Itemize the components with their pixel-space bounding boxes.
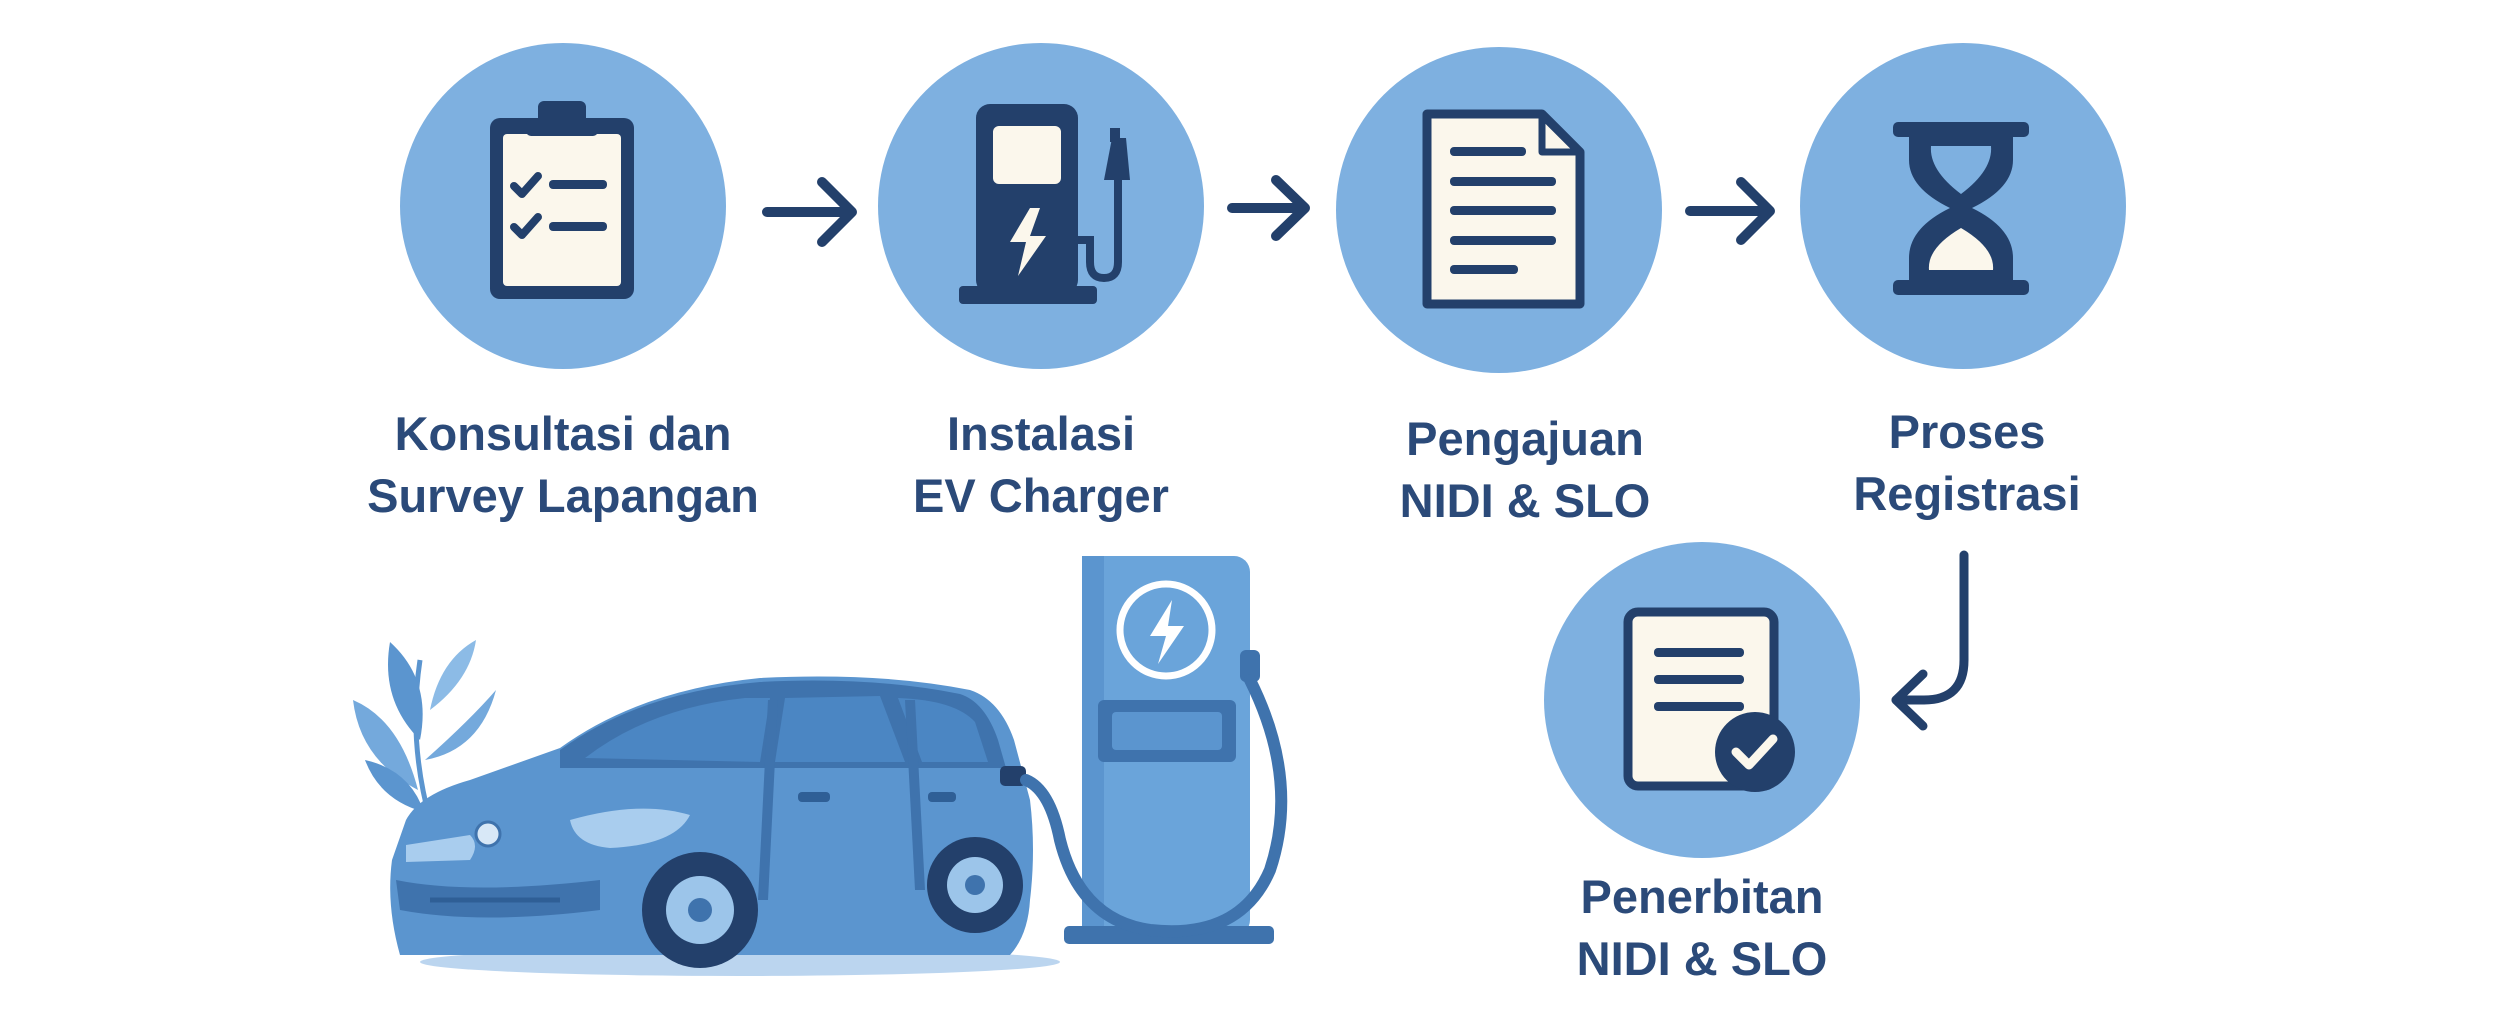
arrow-curved-down-left-icon xyxy=(1891,550,1969,731)
leaf-plant-icon xyxy=(353,640,496,821)
hourglass-icon xyxy=(1893,122,2029,295)
step-4-label: Proses Registrasi xyxy=(1767,401,2167,525)
step-1-node xyxy=(400,43,726,369)
step-5-node xyxy=(1544,542,1860,858)
step-4-label-line2: Registrasi xyxy=(1853,467,2081,520)
arrow-right-icon xyxy=(1685,177,1775,245)
step-1-label-line1: Konsultasi dan xyxy=(394,407,732,460)
step-4-label-line1: Proses xyxy=(1888,405,2046,458)
step-3-node xyxy=(1336,47,1662,373)
certificate-check-icon xyxy=(1623,607,1795,792)
charging-station-icon xyxy=(1020,556,1288,944)
step-2-node xyxy=(878,43,1204,369)
document-icon xyxy=(1422,109,1585,309)
step-3-label: Pengajuan NIDI & SLO xyxy=(1325,408,1725,532)
step-2-label-line1: Instalasi xyxy=(946,407,1136,460)
step-5-label-line1: Penerbitan xyxy=(1580,870,1824,923)
step-1-label: Konsultasi dan Survey Lapangan xyxy=(313,403,813,527)
arrow-right-icon xyxy=(762,177,857,247)
lightning-bolt-icon xyxy=(1116,580,1216,680)
step-4-node xyxy=(1800,43,2126,369)
ev-charging-illustration xyxy=(353,556,1288,976)
step-1-label-line2: Survey Lapangan xyxy=(367,469,759,522)
step-2-label-line2: EV Charger xyxy=(913,469,1169,522)
arrow-right-icon xyxy=(1227,175,1310,241)
step-5-label: Penerbitan NIDI & SLO xyxy=(1502,866,1902,990)
electric-car-icon xyxy=(390,676,1033,968)
step-3-label-line2: NIDI & SLO xyxy=(1399,474,1651,527)
step-3-label-line1: Pengajuan xyxy=(1406,412,1644,465)
clipboard-checklist-icon xyxy=(490,101,634,299)
step-5-label-line2: NIDI & SLO xyxy=(1576,932,1828,985)
step-2-label: Instalasi EV Charger xyxy=(841,403,1241,527)
ev-charger-pump-icon xyxy=(959,104,1130,304)
